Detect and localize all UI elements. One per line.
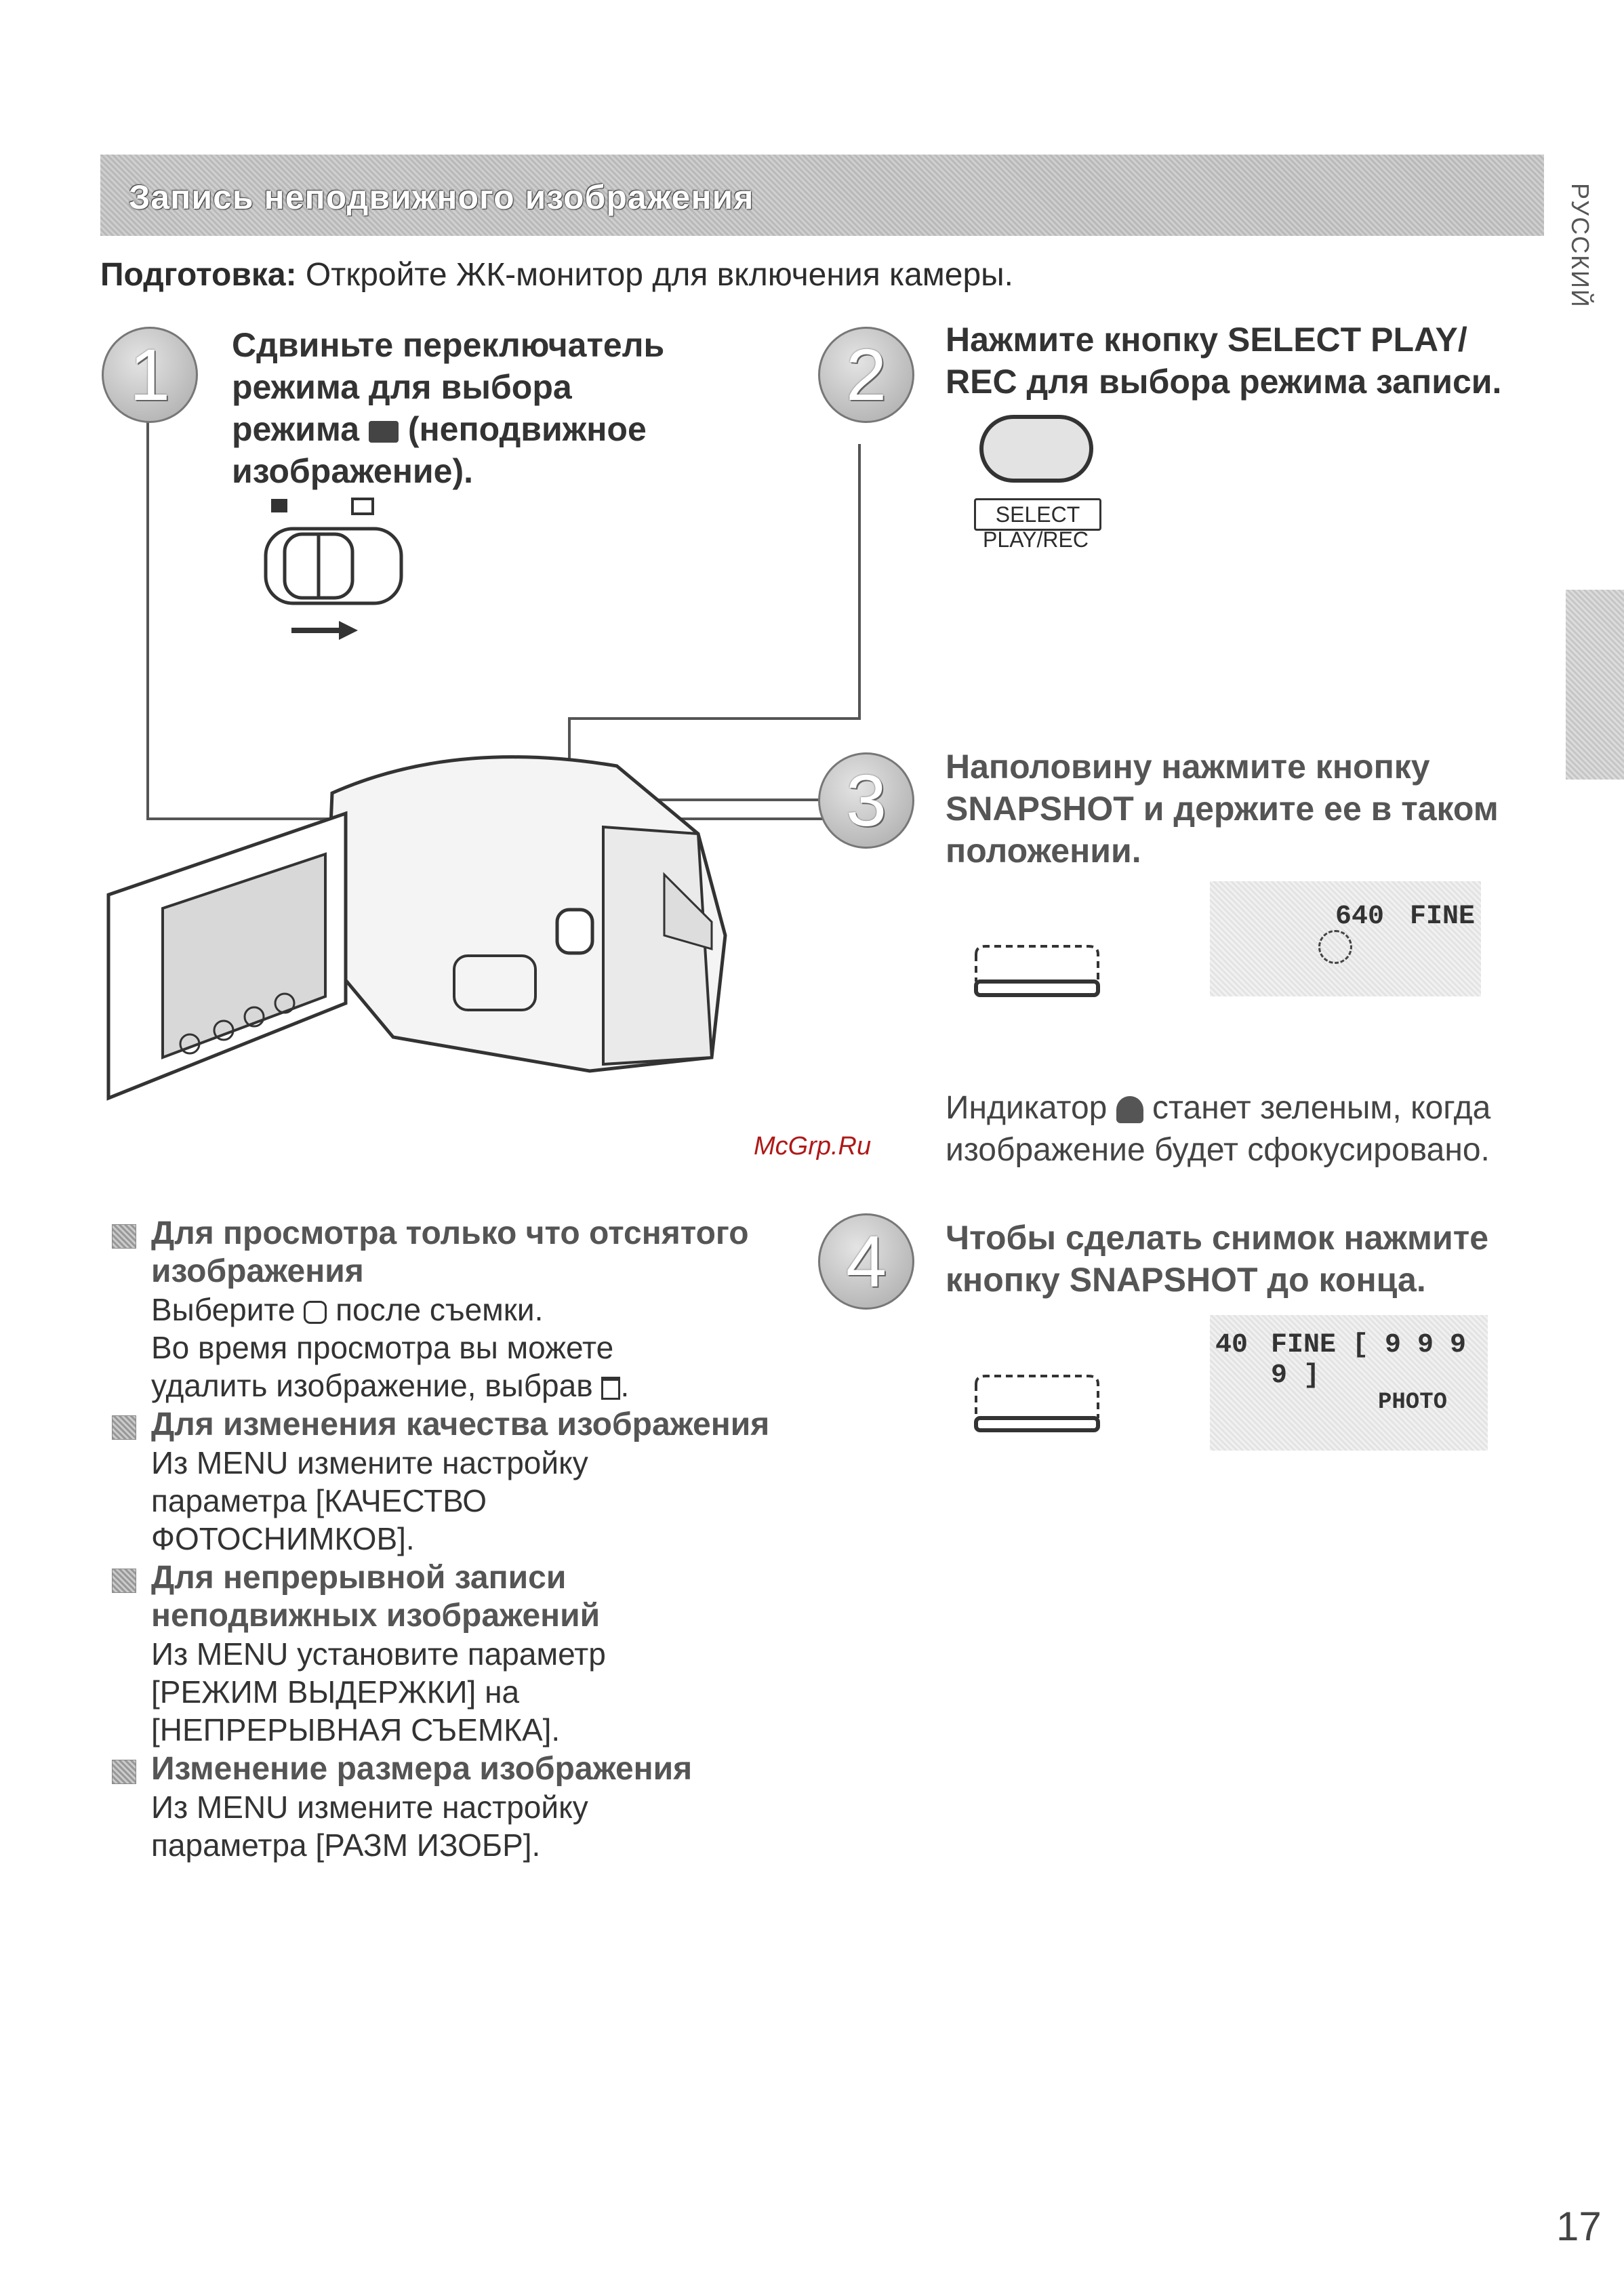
mode-switch-illustration [264, 498, 403, 640]
tip-title: Для просмотра только что отснятого изобр… [151, 1215, 749, 1289]
tip-item: Для непрерывной записи неподвижных изобр… [112, 1559, 790, 1749]
snapshot-button[interactable] [555, 908, 594, 955]
tip-item: Для изменения качества изображения Из ME… [112, 1406, 790, 1558]
resolution-indicator: 640 [1335, 902, 1385, 932]
tip-line: [РЕЖИМ ВЫДЕРЖКИ] на [151, 1674, 520, 1710]
bullet-square-icon [112, 1415, 136, 1440]
step-2-line: Нажмите кнопку SELECT PLAY/ [946, 321, 1467, 359]
preparation-label: Подготовка: [100, 257, 297, 293]
resolution-indicator: 40 [1215, 1330, 1249, 1360]
lcd-preview-full-press: 40 FINE [ 9 9 9 9 ] PHOTO [1210, 1315, 1488, 1451]
video-mode-icon [271, 499, 287, 512]
tip-item: Для просмотра только что отснятого изобр… [112, 1215, 790, 1405]
bullet-square-icon [112, 1569, 136, 1593]
step-1-line: режима (неподвижное [232, 410, 647, 448]
mode-switch-body [264, 527, 403, 605]
step-4-number: 4 [818, 1213, 914, 1310]
step-2-text: Нажмите кнопку SELECT PLAY/ REC для выбо… [946, 319, 1556, 403]
quality-indicator: FINE [1410, 902, 1476, 932]
step-1-number: 1 [102, 327, 198, 423]
step-3-line: SNAPSHOT и держите ее в таком [946, 790, 1499, 828]
step-3-line: положении. [946, 832, 1141, 870]
tip-line: Выберите после съемки. [151, 1292, 544, 1327]
step-3-text: Наполовину нажмите кнопку SNAPSHOT и дер… [946, 746, 1556, 872]
tip-line: параметра [КАЧЕСТВО [151, 1483, 487, 1518]
step-3-line: Наполовину нажмите кнопку [946, 748, 1430, 786]
camera-icon [368, 420, 399, 443]
review-icon [304, 1300, 327, 1324]
language-tab-label: РУССКИЙ [1566, 183, 1594, 308]
play-rec-label: PLAY/REC [983, 527, 1089, 552]
tip-line: Во время просмотра вы можете [151, 1330, 614, 1365]
section-title: Запись неподвижного изображения [129, 178, 754, 216]
select-button-label: SELECT [974, 498, 1101, 531]
tip-line: Из MENU измените настройку [151, 1790, 588, 1825]
bullet-square-icon [112, 1760, 136, 1784]
tip-title: Для изменения качества изображения [151, 1407, 770, 1442]
step-4-line: Чтобы сделать снимок нажмите [946, 1219, 1489, 1257]
step-2-line: REC для выбора режима записи. [946, 363, 1502, 401]
trash-icon [601, 1376, 621, 1400]
step-4-text: Чтобы сделать снимок нажмите кнопку SNAP… [946, 1217, 1556, 1301]
select-play-rec-button[interactable] [979, 415, 1093, 483]
tip-title: Для непрерывной записи неподвижных изобр… [151, 1560, 601, 1634]
step-3-note: Индикатор станет зеленым, когда изображе… [946, 1087, 1556, 1171]
step-4-line: кнопку SNAPSHOT до конца. [946, 1261, 1426, 1299]
tip-line: Из MENU измените настройку [151, 1445, 588, 1480]
section-banner [100, 155, 1544, 236]
tip-item: Изменение размера изображения Из MENU из… [112, 1750, 790, 1864]
preparation-line: Подготовка: Откройте ЖК-монитор для вклю… [100, 256, 1013, 294]
full-press-illustration [974, 1375, 1100, 1432]
step-3-note-line: Индикатор станет зеленым, когда [946, 1090, 1491, 1126]
page-number: 17 [1556, 2204, 1602, 2249]
focus-indicator-icon [1318, 930, 1352, 964]
tip-line: ФОТОСНИМКОВ]. [151, 1521, 415, 1556]
tip-line: параметра [РАЗМ ИЗОБР]. [151, 1827, 541, 1863]
preparation-text: Откройте ЖК-монитор для включения камеры… [296, 257, 1013, 293]
tip-line: удалить изображение, выбрав . [151, 1368, 630, 1403]
side-tab-marker [1566, 590, 1624, 780]
step-3-number: 3 [818, 752, 914, 849]
step-1-line: изображение). [232, 452, 474, 490]
step-1-text: Сдвиньте переключатель режима для выбора… [232, 324, 747, 492]
tips-list: Для просмотра только что отснятого изобр… [112, 1215, 790, 1865]
watermark: McGrp.Ru [754, 1132, 872, 1160]
tip-line: Из MENU установите параметр [151, 1636, 606, 1672]
camcorder-illustration [106, 755, 727, 1101]
tip-line: [НЕПРЕРЫВНАЯ СЪЕМКА]. [151, 1712, 561, 1747]
tip-title: Изменение размера изображения [151, 1751, 693, 1787]
step-1-line: режима для выбора [232, 368, 572, 406]
person-focus-icon [1116, 1096, 1143, 1124]
bullet-square-icon [112, 1224, 136, 1249]
step-3-note-line: изображение будет сфокусировано. [946, 1132, 1490, 1168]
lcd-preview-half-press: 640 FINE [1210, 881, 1481, 996]
remaining-shots-indicator: FINE [ 9 9 9 9 ] [1271, 1330, 1467, 1391]
step-2-number: 2 [818, 327, 914, 423]
half-press-illustration [974, 945, 1100, 997]
photo-indicator: PHOTO [1378, 1390, 1448, 1415]
photo-mode-icon [351, 498, 374, 515]
step-1-line: Сдвиньте переключатель [232, 326, 665, 364]
